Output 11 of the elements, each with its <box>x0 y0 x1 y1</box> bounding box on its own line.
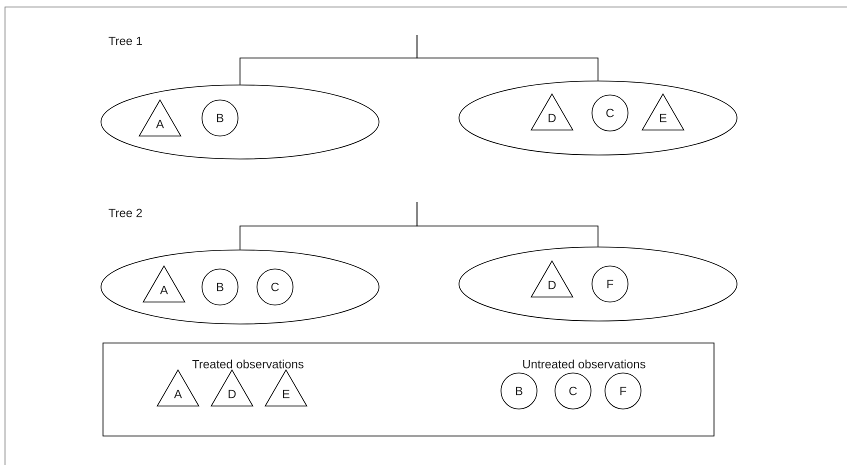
tree-branch <box>416 202 598 247</box>
ellipse-region <box>100 84 380 160</box>
tree-title: Tree 1 <box>108 36 142 46</box>
tree-title: Tree 2 <box>108 208 142 218</box>
legend-box <box>102 342 714 436</box>
ellipse-region <box>458 246 738 322</box>
ellipse-region <box>100 250 380 324</box>
ellipse-region <box>458 80 738 156</box>
legend-heading: Untreated observations <box>523 360 646 368</box>
legend-heading: Treated observations <box>192 360 304 368</box>
tree-branch <box>416 34 598 81</box>
